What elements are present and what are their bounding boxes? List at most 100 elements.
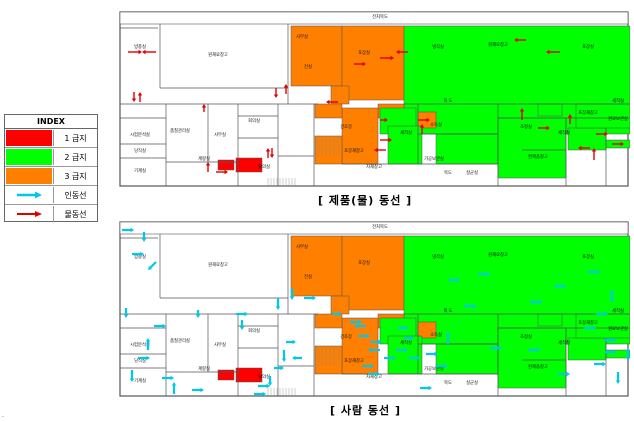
room-label-material-storage: 자재창고 <box>366 163 382 170</box>
flow-arrow <box>258 383 270 389</box>
room-label-office-left: 사무실 <box>214 341 226 348</box>
room-label-aux-small: 전실 <box>304 63 312 70</box>
grade3-zone <box>290 25 343 87</box>
flow-arrow <box>418 117 430 123</box>
flow-arrow <box>145 338 151 350</box>
flow-arrow <box>354 61 366 67</box>
flow-arrow <box>538 125 550 131</box>
room-label-machine-room: 기계실 <box>134 377 146 384</box>
flow-arrow <box>286 339 296 345</box>
flow-arrow <box>281 350 287 362</box>
flow-arrow <box>370 339 382 345</box>
grade3-zone <box>314 103 343 119</box>
flow-arrow <box>292 355 302 361</box>
flow-arrow <box>478 271 490 277</box>
room-label-green-c: 포장실 <box>582 43 594 50</box>
grade2-zone <box>435 343 499 375</box>
room-label-duty-room: 당직실 <box>134 357 146 364</box>
room-label-green-c: 포장실 <box>582 253 594 260</box>
flow-arrow <box>332 311 342 317</box>
grade1-zone <box>235 157 263 173</box>
flow-arrow <box>380 137 392 143</box>
room-label-wash-room: 세척실 <box>558 129 570 136</box>
grade2-zone <box>387 335 423 375</box>
flow-arrow <box>398 325 408 331</box>
room-label-dry-storage: 건조장 <box>340 123 352 130</box>
entrance-steps <box>267 178 296 186</box>
room-label-finish-room: 조정실 <box>520 123 532 130</box>
grade3-zone <box>290 235 343 297</box>
grade1-zone <box>235 367 263 383</box>
room-label-green-a: 냉각실 <box>432 253 444 260</box>
flow-arrow <box>519 108 525 120</box>
flow-arrow <box>192 387 204 393</box>
flow-arrow <box>148 261 157 270</box>
room-label-dry-storage: 건조장 <box>340 333 352 340</box>
room-label-material-storage: 자재창고 <box>366 373 382 380</box>
room-label-changing: 탈의실 <box>258 163 270 170</box>
flow-arrow <box>123 308 129 318</box>
room-label-duty-room: 당직실 <box>134 147 146 154</box>
grade2-zone <box>387 125 423 165</box>
legend-row-people-flow: 인동선 <box>5 186 97 205</box>
flow-arrow <box>162 375 174 381</box>
legend-row-grade1: 1 급지 <box>5 129 97 148</box>
entrance-steps <box>267 388 296 396</box>
grade1-zone <box>217 369 235 381</box>
grade2-swatch <box>6 149 52 165</box>
room-label-inner-corridor: 복 도 <box>443 98 452 104</box>
grade3-swatch <box>6 168 52 184</box>
grade2-zone <box>537 103 563 117</box>
flow-arrow <box>138 355 150 361</box>
flow-arrow <box>625 348 630 360</box>
flow-arrow <box>129 370 135 382</box>
flow-arrow <box>274 365 284 371</box>
room-label-packaging-storage: 포장재창고 <box>578 319 598 326</box>
room-label-cooking: 세척실 <box>400 339 412 346</box>
grade3-zone <box>330 295 350 315</box>
room-label-office-left: 사무실 <box>214 131 226 138</box>
flow-arrow <box>567 114 573 124</box>
room-label-equip-room: 원료보관실 <box>608 115 628 122</box>
flow-arrow <box>142 49 156 55</box>
flow-arrow <box>578 145 590 151</box>
flow-arrow <box>128 49 142 55</box>
grade3-zone <box>341 317 379 375</box>
grade2-zone <box>575 313 630 339</box>
room-label-meeting-room: 회의실 <box>248 327 260 334</box>
flow-arrow <box>420 385 432 391</box>
room-label-product-mgmt: 품질관리실 <box>170 337 190 344</box>
room-label-green-d: 세척실 <box>612 307 624 314</box>
flow-arrow <box>604 337 616 343</box>
flow-arrow <box>201 104 207 112</box>
grade2-zone <box>567 337 607 361</box>
room-label-equip-room: 원료보관실 <box>608 325 628 332</box>
material-flow-arrow-icon <box>17 211 42 217</box>
room-label-office-top: 사무실 <box>296 33 308 40</box>
plan-caption-material: [ 제품(물) 동선 ] <box>318 194 413 207</box>
grade2-zone <box>575 103 630 129</box>
room-label-packaging-storage: 포장재창고 <box>344 147 364 154</box>
flow-arrow <box>396 49 408 55</box>
flow-arrow <box>326 99 338 105</box>
flow-arrow <box>609 290 615 302</box>
flow-arrow <box>408 355 420 361</box>
room-label-green-d: 세척실 <box>612 97 624 104</box>
flow-arrow <box>283 84 289 94</box>
grade3-zone <box>341 235 405 311</box>
corner-mark: · <box>2 414 4 421</box>
grade2-zone <box>537 313 563 327</box>
room-label-top-corridor: 전처복도 <box>372 13 388 20</box>
flow-arrow <box>558 371 570 377</box>
room-label-plant-office: 계량실 <box>198 155 210 162</box>
flow-arrow <box>358 333 370 339</box>
room-label-process-room: 가공보관실 <box>424 155 444 162</box>
grade2-zone <box>567 127 607 151</box>
flow-arrow <box>131 92 137 102</box>
flow-arrow <box>141 232 147 242</box>
flow-arrow <box>384 355 396 361</box>
legend-row-grade3: 3 급지 <box>5 167 97 186</box>
room-label-process-room: 가공보관실 <box>424 365 444 372</box>
legend-label-grade1: 1 급지 <box>64 133 87 143</box>
plan-caption-people: [ 사람 동선 ] <box>330 404 402 417</box>
